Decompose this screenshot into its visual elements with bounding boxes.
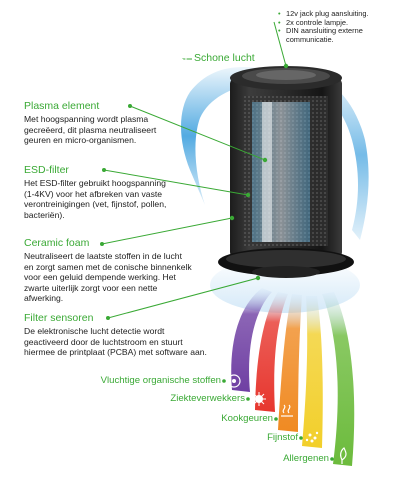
leader-dot-esd bbox=[245, 192, 251, 198]
clean-air-icon bbox=[167, 49, 187, 69]
fine-dust-icon bbox=[305, 431, 319, 443]
leader-plasma bbox=[129, 105, 266, 161]
pollutant-label-voc: Vluchtige organische stoffen bbox=[100, 375, 221, 386]
inner-glass bbox=[252, 102, 310, 242]
filter-sensors-title: Filter sensoren bbox=[24, 312, 94, 324]
note-din-connection: DIN aansluiting externe communicatie. bbox=[278, 26, 398, 44]
dot-dust bbox=[299, 436, 303, 440]
dot-cooking bbox=[274, 417, 278, 421]
clean-air-label: Schone lucht bbox=[194, 52, 255, 64]
sensor-ring bbox=[252, 266, 320, 278]
leader-ceramic bbox=[101, 217, 233, 245]
stream-allergen bbox=[322, 292, 355, 466]
leader-dot-esd-start bbox=[102, 168, 106, 172]
dot-voc bbox=[222, 379, 226, 383]
leader-sensor bbox=[107, 277, 259, 319]
unit-base-rim bbox=[226, 250, 346, 268]
cooking-odor-icon bbox=[281, 404, 293, 417]
esd-filter-title: ESD-filter bbox=[24, 164, 69, 176]
pollutant-dots bbox=[222, 379, 334, 461]
allergen-icon bbox=[340, 447, 347, 464]
ceramic-foam-text: Neutraliseert de laatste stoffen in de l… bbox=[24, 251, 192, 304]
leader-dot-plasma-start bbox=[128, 104, 132, 108]
esd-filter-text: Het ESD-filter gebruikt hoogspanning (1-… bbox=[24, 178, 167, 220]
stream-pathogen bbox=[255, 292, 288, 412]
ceramic-foam-title: Ceramic foam bbox=[24, 237, 90, 249]
note-jack-plug: 12v jack plug aansluiting. bbox=[278, 9, 398, 19]
stream-dust bbox=[302, 296, 323, 448]
pollutant-label-pathogen: Ziekteverwekkers bbox=[170, 393, 245, 404]
clean-air-stream-outer bbox=[300, 70, 369, 240]
pathogen-icon bbox=[252, 392, 266, 406]
stream-cooking bbox=[278, 294, 302, 432]
stream-voc bbox=[231, 288, 272, 392]
esd-filter-band bbox=[262, 102, 272, 242]
leader-lines bbox=[101, 21, 287, 319]
air-purifier-unit bbox=[218, 66, 354, 278]
leader-dot-ceramic bbox=[229, 215, 235, 221]
pollutant-label-cooking: Kookgeuren bbox=[221, 413, 273, 424]
leader-dot-plasma bbox=[262, 157, 268, 163]
connection-notes: 12v jack plug aansluiting. 2x controle l… bbox=[278, 9, 398, 44]
leader-dot-top bbox=[283, 63, 289, 69]
voc-icon bbox=[227, 374, 241, 388]
dot-pathogen bbox=[246, 397, 250, 401]
leader-dot-sensor bbox=[255, 275, 261, 281]
leader-dots bbox=[100, 63, 289, 320]
leader-dot-ceramic-start bbox=[100, 242, 104, 246]
plasma-element-text: Met hoogspanning wordt plasma gecreëerd,… bbox=[24, 114, 157, 146]
leader-dot-sensor-start bbox=[106, 316, 110, 320]
pollutant-label-allergen: Allergenen bbox=[283, 453, 329, 464]
dot-allergen bbox=[330, 457, 334, 461]
clean-air-stream bbox=[181, 66, 278, 205]
note-control-lights: 2x controle lampje. bbox=[278, 18, 398, 28]
pollutant-label-dust: Fijnstof bbox=[267, 432, 298, 443]
top-grille-inner bbox=[256, 70, 316, 80]
plasma-element-title: Plasma element bbox=[24, 100, 100, 112]
filter-sensors-text: De elektronische lucht detectie wordt ge… bbox=[24, 326, 207, 358]
leader-esd bbox=[103, 169, 249, 196]
